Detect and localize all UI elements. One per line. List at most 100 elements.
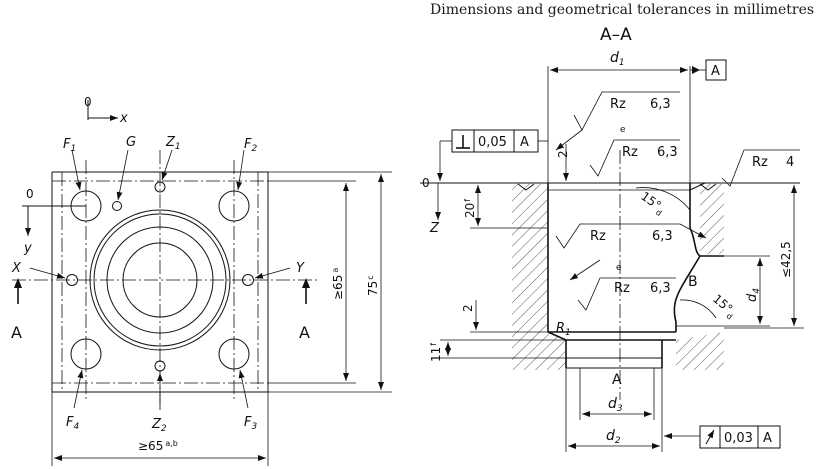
label-F2: F2	[244, 137, 257, 154]
origin-label-y: 0	[26, 187, 34, 201]
runout-tolerance: 0,03	[724, 431, 753, 446]
runout-datum: A	[763, 431, 772, 446]
label-Z2: Z2	[151, 417, 167, 434]
datum-box-A	[705, 59, 727, 81]
rz-note-2: e	[620, 125, 626, 135]
dim-11-label: 11f	[429, 343, 443, 362]
rz-label-1: Rz	[610, 97, 626, 112]
dim-20-label: 20f	[463, 199, 477, 218]
dim-425-label: ≤42,5	[779, 241, 793, 278]
rz-symbol-2	[589, 139, 680, 177]
origin-label-x: 0	[84, 95, 92, 109]
hatch-left	[512, 184, 566, 370]
hatch-right-top	[700, 184, 724, 254]
hole-X	[66, 274, 78, 286]
dim-height-label: ≥65a	[331, 268, 345, 300]
runout-icon	[705, 429, 715, 445]
hole-F3	[218, 338, 250, 370]
d4-label: d4	[745, 288, 762, 302]
dim-2-lower-label: 2	[461, 304, 475, 312]
rz-leader-5	[569, 259, 601, 281]
bottom-chamfer-left	[547, 331, 567, 341]
perp-datum: A	[520, 135, 529, 150]
axis-y-label: y	[23, 241, 32, 256]
hole-F2	[218, 190, 250, 222]
chamfer-right	[689, 182, 706, 191]
leader-Z1	[161, 149, 173, 181]
hole-Y	[242, 274, 254, 286]
hole-F1	[70, 190, 102, 222]
rz-label-5: Rz	[614, 281, 630, 296]
rz-leader-4	[679, 223, 707, 239]
label-F4: F4	[66, 415, 79, 432]
zero-label: 0	[422, 176, 430, 190]
perp-tolerance: 0,05	[478, 135, 507, 150]
rz-note-5: e	[616, 263, 622, 273]
radius-label: R1	[556, 321, 571, 338]
rz-symbol-5	[577, 277, 676, 311]
label-F3: F3	[244, 415, 257, 432]
rz-label-3: Rz	[752, 155, 768, 170]
z-axis-label: Z	[429, 221, 440, 236]
hole-G	[112, 201, 122, 211]
bore-circle	[106, 226, 214, 334]
rz-value-3: 4	[786, 155, 794, 170]
groove-upper	[689, 227, 724, 257]
label-Z1: Z1	[165, 135, 181, 152]
section-mark-right-label: A	[299, 323, 310, 342]
rz-symbol-3	[721, 149, 800, 187]
angle-arc-2	[679, 299, 717, 319]
datum-label-A: A	[711, 64, 720, 79]
leader-F4	[73, 369, 84, 409]
axis-x-label: x	[119, 111, 128, 126]
angle-arc-1	[635, 187, 691, 211]
leader-X	[29, 267, 66, 279]
flange-outer-circle	[89, 209, 231, 351]
section-title: A–A	[600, 25, 632, 45]
drawing-caption: Dimensions and geometrical tolerances in…	[430, 2, 815, 18]
section-arrow-right	[302, 278, 310, 288]
hatch-right-bottom	[676, 332, 724, 370]
section-mark-left-label: A	[11, 323, 22, 342]
label-Y: Y	[296, 261, 305, 276]
groove-curve	[673, 255, 701, 332]
d1-label: d1	[610, 50, 625, 68]
d2-label: d2	[606, 428, 621, 446]
rz-value-2: 6,3	[657, 145, 678, 160]
rz-label-4: Rz	[590, 229, 606, 244]
rz-value-4: 6,3	[652, 229, 673, 244]
section-view: A–A A d1 Rz 6,3	[420, 25, 804, 452]
label-A-bottom: A	[612, 372, 622, 388]
rz-label-2: Rz	[622, 145, 638, 160]
leader-F1	[71, 149, 82, 191]
label-X: X	[11, 261, 22, 276]
rz-symbol-1	[573, 91, 680, 131]
datum-triangle	[692, 66, 700, 74]
leader-F3	[238, 369, 249, 409]
hole-F4	[70, 338, 102, 370]
leader-G	[116, 149, 129, 201]
plan-view: 0 x 0 y F1 F2 F3 F4 G Z1	[11, 95, 392, 466]
label-F1: F1	[63, 137, 76, 154]
hole-Z1	[154, 181, 166, 193]
rz-value-1: 6,3	[650, 97, 671, 112]
angle-label-2: 15°d	[708, 292, 739, 322]
inner-bore-circle	[122, 242, 198, 318]
leader-Y	[254, 267, 291, 279]
label-B: B	[688, 274, 698, 290]
rz-leader-1	[555, 129, 583, 151]
rz-value-5: 6,3	[650, 281, 671, 296]
edge-mark-left	[517, 183, 535, 191]
hole-Z2	[154, 360, 166, 372]
edge-mark-right	[699, 183, 717, 191]
d3-label: d3	[608, 396, 623, 414]
angle-label-1: 15°d	[637, 189, 668, 218]
rz-symbol-4	[555, 223, 680, 249]
dim-total-height-label: 75c	[366, 275, 380, 296]
flange-outer-circle-2	[93, 213, 227, 347]
label-G: G	[126, 135, 136, 150]
section-arrow-left	[14, 278, 22, 288]
leader-F2	[236, 149, 245, 191]
